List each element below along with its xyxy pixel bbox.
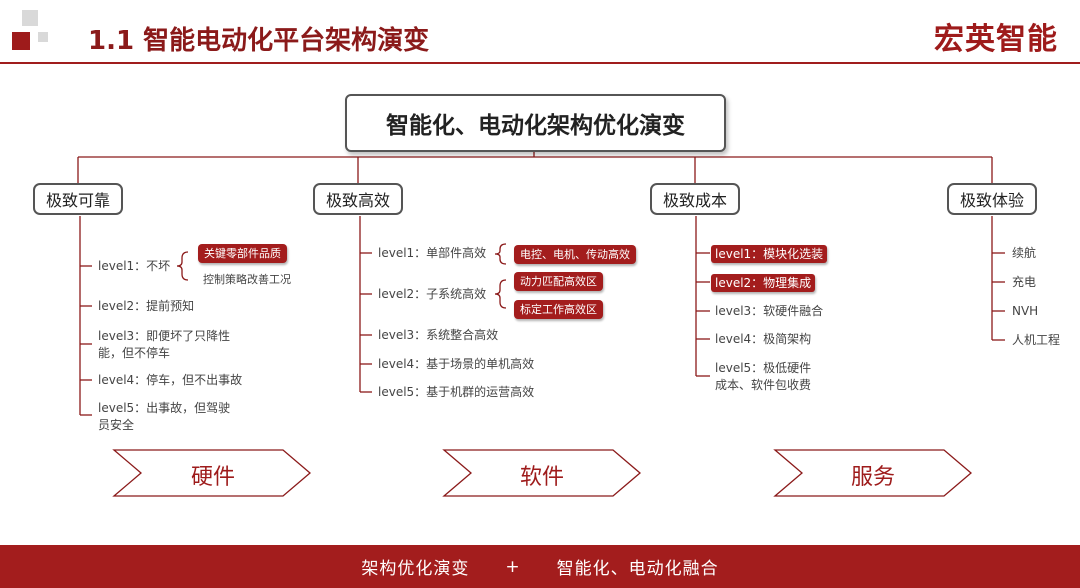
chevron-label-hardware: 硬件 <box>191 465 236 490</box>
brand-logo: 宏英智能 <box>934 22 1058 57</box>
footer-left: 架构优化演变 <box>361 559 470 579</box>
cost-level4: level4：极简架构 <box>715 332 812 346</box>
efficient-level2: level2：子系统高效 <box>378 287 487 301</box>
chevron-software <box>442 449 642 497</box>
efficient-level3: level3：系统整合高效 <box>378 328 499 342</box>
category-reliable: 极致可靠 <box>33 183 123 215</box>
footer-right: 智能化、电动化融合 <box>556 559 719 579</box>
reliable-level3-cont: 能，但不停车 <box>98 346 171 360</box>
header-divider <box>0 62 1080 64</box>
chevron-hardware <box>112 449 312 497</box>
experience-nvh: NVH <box>1012 304 1039 318</box>
logo-square-light-1 <box>22 10 38 26</box>
footer-plus: + <box>505 556 521 577</box>
category-cost: 极致成本 <box>650 183 740 215</box>
footer-banner: 架构优化演变 + 智能化、电动化融合 <box>0 545 1080 588</box>
reliable-note: 控制策略改善工况 <box>203 273 291 286</box>
reliable-tag-quality: 关键零部件品质 <box>198 244 287 263</box>
efficient-level4: level4：基于场景的单机高效 <box>378 357 535 371</box>
cost-level3: level3：软硬件融合 <box>715 304 824 318</box>
cost-level5-cont: 成本、软件包收费 <box>715 378 812 392</box>
reliable-level4: level4：停车，但不出事故 <box>98 373 243 387</box>
cost-level1: level1：模块化选装 <box>711 245 828 263</box>
experience-charging: 充电 <box>1012 275 1037 289</box>
cost-level5: level5：极低硬件 <box>715 361 812 375</box>
chevron-label-software: 软件 <box>520 465 565 490</box>
page-title: 1.1 智能电动化平台架构演变 <box>88 26 430 56</box>
reliable-level1: level1：不坏 <box>98 259 171 273</box>
cost-level2: level2：物理集成 <box>711 274 816 292</box>
logo-square-dark <box>12 32 30 50</box>
logo-square-light-2 <box>38 32 48 42</box>
category-experience: 极致体验 <box>947 183 1037 215</box>
reliable-level5: level5：出事故，但驾驶 <box>98 401 231 415</box>
efficient-tag-power: 动力匹配高效区 <box>514 272 603 291</box>
reliable-level5-cont: 员安全 <box>98 418 135 432</box>
chevron-label-service: 服务 <box>851 465 896 490</box>
category-efficient: 极致高效 <box>313 183 403 215</box>
chevron-service <box>773 449 973 497</box>
efficient-level1: level1：单部件高效 <box>378 246 487 260</box>
root-node: 智能化、电动化架构优化演变 <box>345 94 726 152</box>
experience-range: 续航 <box>1012 246 1037 260</box>
experience-ergonomics: 人机工程 <box>1012 333 1061 347</box>
efficient-tag-components: 电控、电机、传动高效 <box>514 245 636 264</box>
efficient-level5: level5：基于机群的运营高效 <box>378 385 535 399</box>
efficient-tag-calibration: 标定工作高效区 <box>514 300 603 319</box>
reliable-level3: level3：即便坏了只降性 <box>98 329 231 343</box>
reliable-level2: level2：提前预知 <box>98 299 195 313</box>
